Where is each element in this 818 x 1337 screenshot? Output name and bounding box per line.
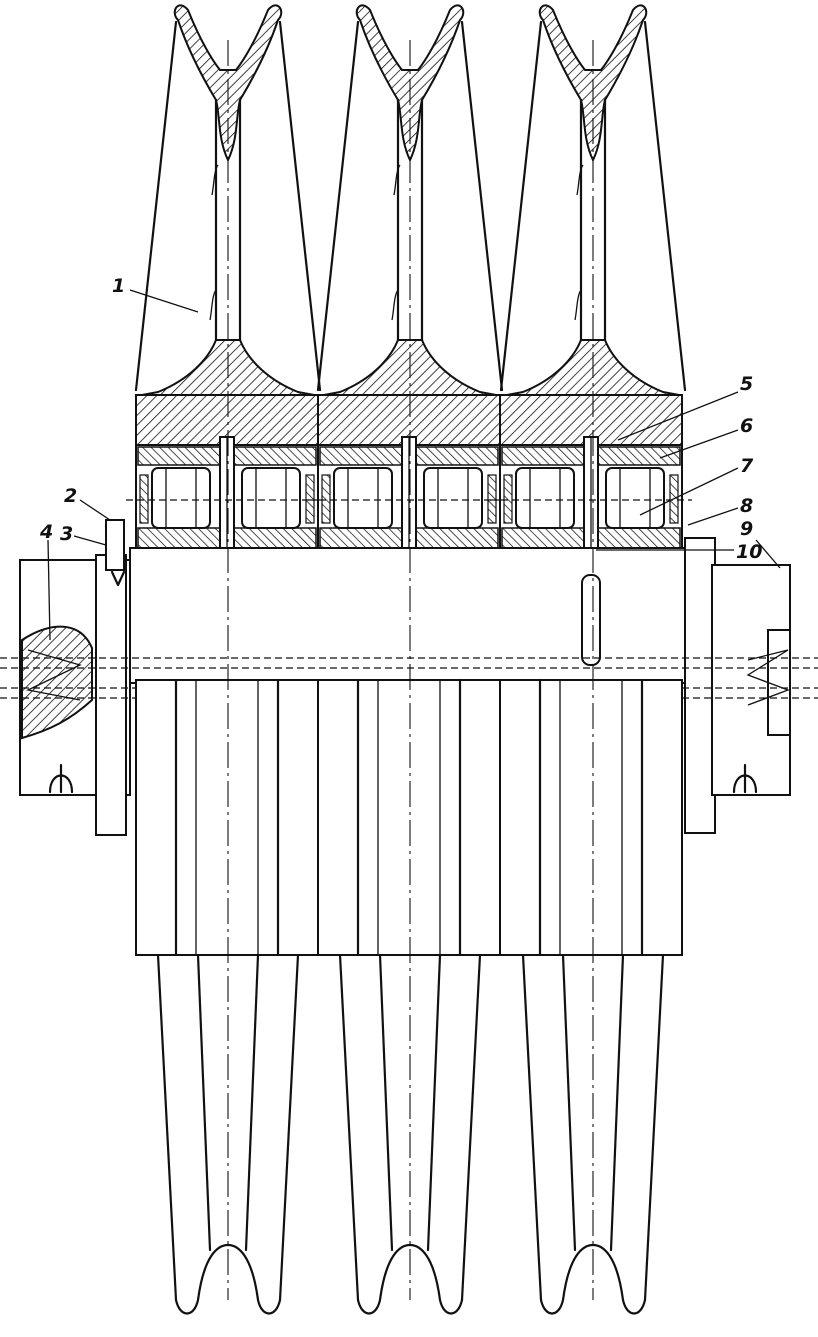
- callout-2: 2: [64, 485, 111, 521]
- callout-7: 7: [639, 455, 754, 516]
- callout-4: 4: [39, 521, 53, 641]
- callout-label: 5: [740, 373, 753, 395]
- callout-1: 1: [112, 275, 199, 313]
- callout-3: 3: [60, 523, 107, 546]
- callout-label: 7: [740, 455, 754, 477]
- callout-label: 9: [740, 518, 753, 540]
- callout-label: 3: [60, 523, 73, 545]
- callout-label: 4: [39, 521, 53, 543]
- callout-label: 6: [740, 415, 753, 437]
- callout-label: 10: [736, 541, 762, 563]
- callout-label: 2: [64, 485, 77, 507]
- callout-9: 9: [740, 518, 781, 569]
- callout-8: 8: [687, 495, 753, 526]
- callout-10: 10: [596, 541, 762, 563]
- callout-6: 6: [659, 415, 753, 459]
- callout-5: 5: [617, 373, 753, 441]
- callout-label: 8: [740, 495, 753, 517]
- callout-label: 1: [112, 275, 125, 297]
